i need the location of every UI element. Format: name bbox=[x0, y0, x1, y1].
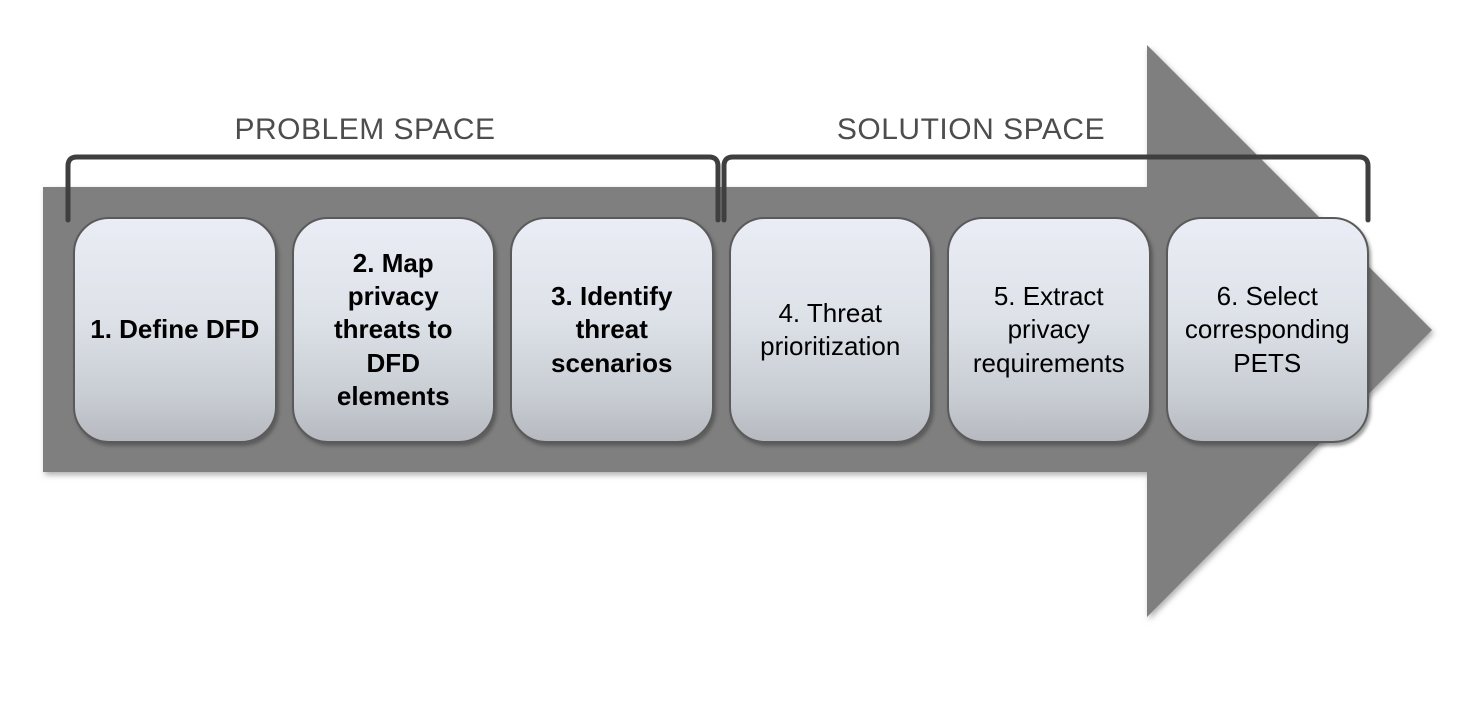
step-label: 6. Select corresponding PETS bbox=[1184, 281, 1350, 378]
step-box-4: 4. Threat prioritization bbox=[728, 217, 932, 443]
step-label: 4. Threat prioritization bbox=[760, 297, 901, 361]
step-label: 1. Define DFD bbox=[90, 314, 260, 345]
step-box-2: 2. Map privacy threats to DFD elements bbox=[291, 217, 495, 443]
step-box-1: 1. Define DFD bbox=[73, 217, 277, 443]
process-steps-row: 1. Define DFD 2. Map privacy threats to … bbox=[73, 217, 1369, 443]
step-label: 3. Identify threat scenarios bbox=[551, 281, 673, 378]
solution-space-label: SOLUTION SPACE bbox=[836, 113, 1106, 146]
step-box-5: 5. Extract privacy requirements bbox=[947, 217, 1151, 443]
step-box-3: 3. Identify threat scenarios bbox=[510, 217, 714, 443]
problem-space-label: PROBLEM SPACE bbox=[234, 113, 496, 146]
step-box-6: 6. Select corresponding PETS bbox=[1165, 217, 1369, 443]
step-label: 2. Map privacy threats to DFD elements bbox=[334, 248, 453, 411]
problem-space-bracket bbox=[65, 154, 721, 223]
solution-space-bracket bbox=[721, 154, 1371, 223]
step-label: 5. Extract privacy requirements bbox=[972, 281, 1125, 378]
